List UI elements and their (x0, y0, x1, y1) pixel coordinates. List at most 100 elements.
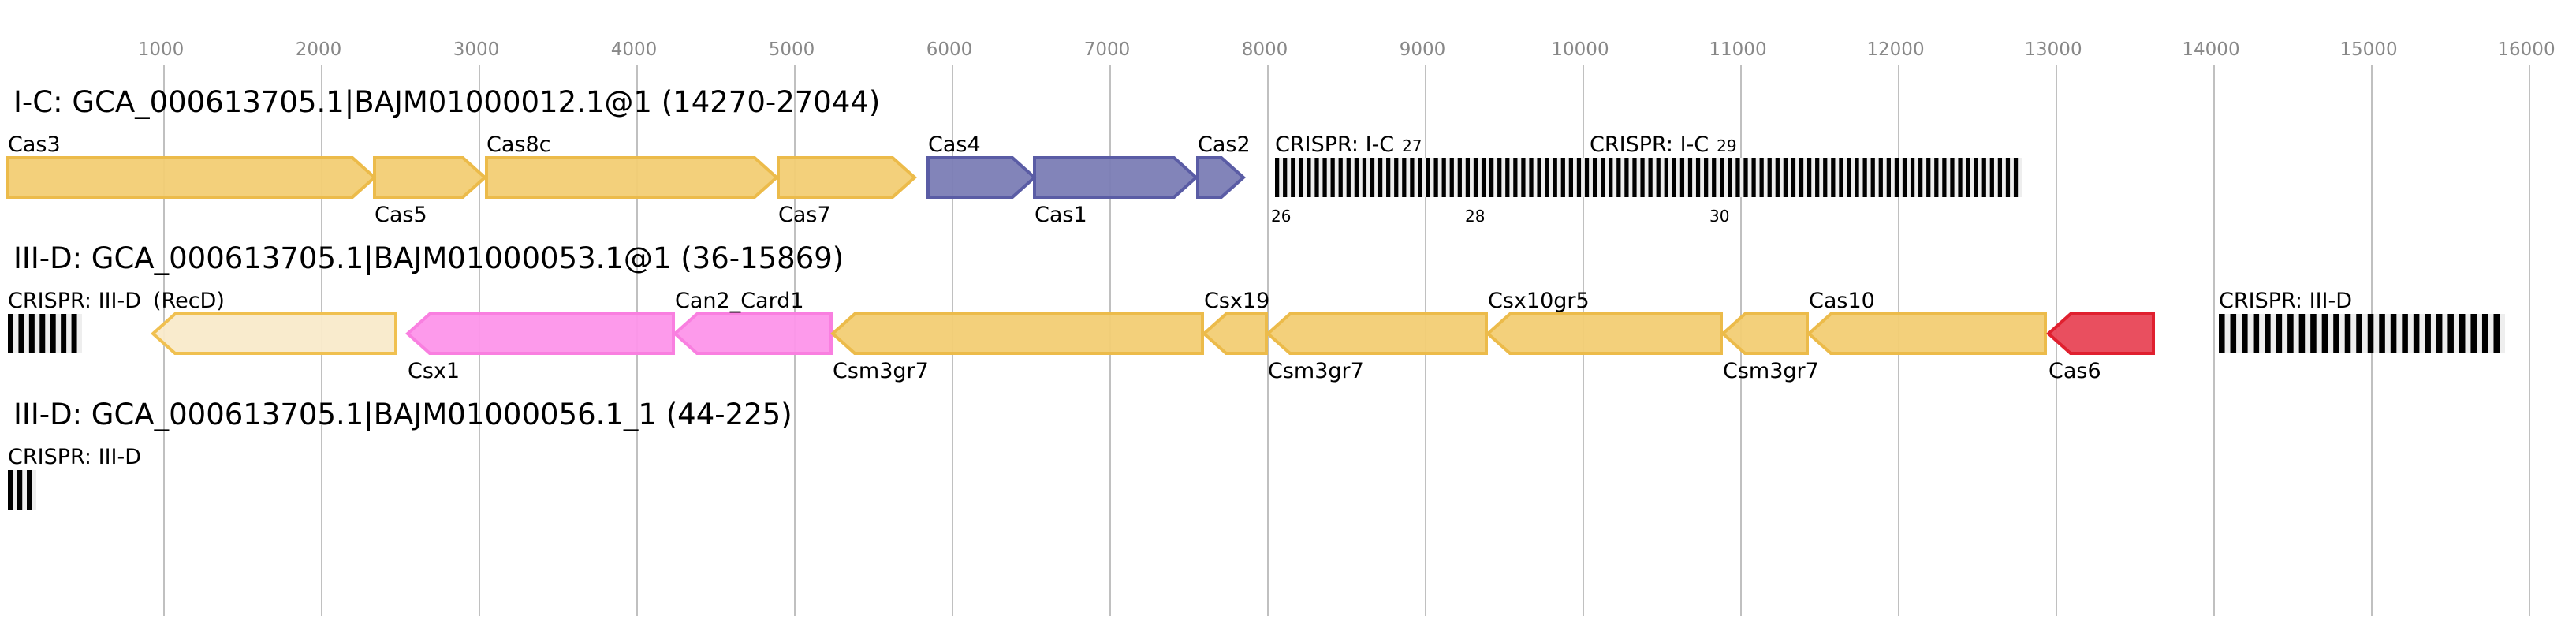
crispr-repeat (1791, 158, 1796, 197)
crispr-repeat (1307, 158, 1311, 197)
axis-tick-label: 16000 (2497, 39, 2555, 60)
crispr-repeat (1648, 158, 1653, 197)
crispr-repeat (1950, 158, 1955, 197)
crispr-repeat (1704, 158, 1709, 197)
gene-arrow-cas6 (2045, 312, 2155, 355)
crispr-repeat (1433, 158, 1438, 197)
crispr-repeat (1513, 158, 1518, 197)
crispr-repeat (1870, 158, 1875, 197)
crispr-label: CRISPR: III-D (8, 289, 141, 313)
crispr-repeat (1489, 158, 1494, 197)
axis-tick-label: 11000 (1709, 39, 1766, 60)
gene-arrow-csm3gr7 (1720, 312, 1809, 355)
crispr-repeat (1934, 158, 1939, 197)
crispr-repeat (1974, 158, 1978, 197)
crispr-repeat (2447, 314, 2454, 353)
gene-arrow-can2-card1 (672, 312, 833, 355)
tracks: I-C: GCA_000613705.1|BAJM01000012.1@1 (1… (6, 85, 2505, 510)
crispr-repeat (1537, 158, 1541, 197)
axis-tick-label: 4000 (611, 39, 658, 60)
spacer-number: 27 (1402, 136, 1422, 155)
crispr-repeat (1275, 158, 1280, 197)
gene-arrow-csx19 (1201, 312, 1268, 355)
crispr-repeat (1473, 158, 1478, 197)
crispr-repeat (1775, 158, 1780, 197)
spacer-number: 30 (1709, 207, 1729, 226)
gene-label: Cas3 (8, 133, 61, 157)
axis-tick-label: 13000 (2024, 39, 2082, 60)
crispr-repeat (1966, 158, 1970, 197)
crispr-repeat (2390, 314, 2397, 353)
crispr-repeat (1815, 158, 1820, 197)
crispr-repeat (1783, 158, 1788, 197)
crispr-repeat (1449, 158, 1454, 197)
crispr-repeat (1576, 158, 1582, 197)
crispr-repeat (18, 314, 24, 353)
crispr-repeat (1330, 158, 1335, 197)
spacer-number: 28 (1465, 207, 1485, 226)
gene-label: Csx10gr5 (1488, 289, 1590, 313)
crispr-label: CRISPR: III-D (8, 445, 141, 469)
gene-label: Cas2 (1198, 133, 1251, 157)
crispr-repeat (2230, 314, 2237, 353)
axis-tick-label: 3000 (453, 39, 500, 60)
crispr-repeat (28, 314, 35, 353)
crispr-repeat (2276, 314, 2283, 353)
track: I-C: GCA_000613705.1|BAJM01000012.1@1 (1… (6, 85, 2022, 227)
crispr-repeat (1878, 158, 1883, 197)
crispr-repeat (1394, 158, 1399, 197)
crispr-repeat (1362, 158, 1367, 197)
crispr-repeat (1291, 158, 1295, 197)
track: III-D: GCA_000613705.1|BAJM01000053.1@1 … (8, 241, 2505, 383)
crispr-repeat (1728, 158, 1732, 197)
crispr-repeat (1672, 158, 1676, 197)
crispr-repeat (1751, 158, 1756, 197)
crispr-repeat (1529, 158, 1534, 197)
crispr-repeat (1712, 158, 1717, 197)
gene-arrow-cas5 (373, 156, 488, 199)
gene-label: Csx1 (408, 359, 460, 383)
crispr-repeat (1505, 158, 1510, 197)
crispr-repeat (17, 470, 23, 510)
crispr-repeat (1799, 158, 1804, 197)
crispr-repeat (1656, 158, 1661, 197)
crispr-repeat (1823, 158, 1828, 197)
crispr-repeat (2470, 314, 2477, 353)
axis-tick-label: 2000 (296, 39, 342, 60)
crispr-repeat (1918, 158, 1923, 197)
crispr-repeat (1410, 158, 1415, 197)
gene-label: Csm3gr7 (833, 359, 929, 383)
crispr-repeat (1497, 158, 1502, 197)
axis-tick-label: 10000 (1551, 39, 1609, 60)
gene-label: Cas1 (1035, 203, 1087, 227)
crispr-repeat (1886, 158, 1891, 197)
gene-arrow-cas8c (485, 156, 780, 199)
crispr-repeat (2005, 158, 2011, 197)
track-title: I-C: GCA_000613705.1|BAJM01000012.1@1 (1… (13, 85, 880, 119)
gene-arrow-cas7 (777, 156, 918, 199)
axis-tick-label: 9000 (1400, 39, 1446, 60)
crispr-repeat (1743, 158, 1748, 197)
crispr-repeat (1283, 158, 1288, 197)
crispr-repeat (1624, 158, 1629, 197)
gene-label: Cas6 (2048, 359, 2101, 383)
crispr-repeat (2344, 314, 2351, 353)
crispr-repeat (1687, 158, 1693, 197)
crispr-repeat (1981, 158, 1986, 197)
crispr-repeat (1545, 158, 1549, 197)
crispr-repeat (1902, 158, 1907, 197)
gene-arrow-csm3gr7 (829, 312, 1204, 355)
gene-label: Cas7 (778, 203, 831, 227)
crispr-repeat (1322, 158, 1327, 197)
crispr-repeat (1759, 158, 1764, 197)
crispr-repeat (1299, 158, 1303, 197)
crispr-repeat (1521, 158, 1526, 197)
track-title: III-D: GCA_000613705.1|BAJM01000056.1_1 … (13, 398, 792, 431)
crispr-repeat (2493, 314, 2500, 353)
crispr-repeat (2253, 314, 2260, 353)
crispr-repeat (1855, 158, 1859, 197)
crispr-repeat (8, 314, 13, 353)
gene-arrow-csx10gr5 (1485, 312, 1723, 355)
axis-tick-label: 8000 (1242, 39, 1288, 60)
